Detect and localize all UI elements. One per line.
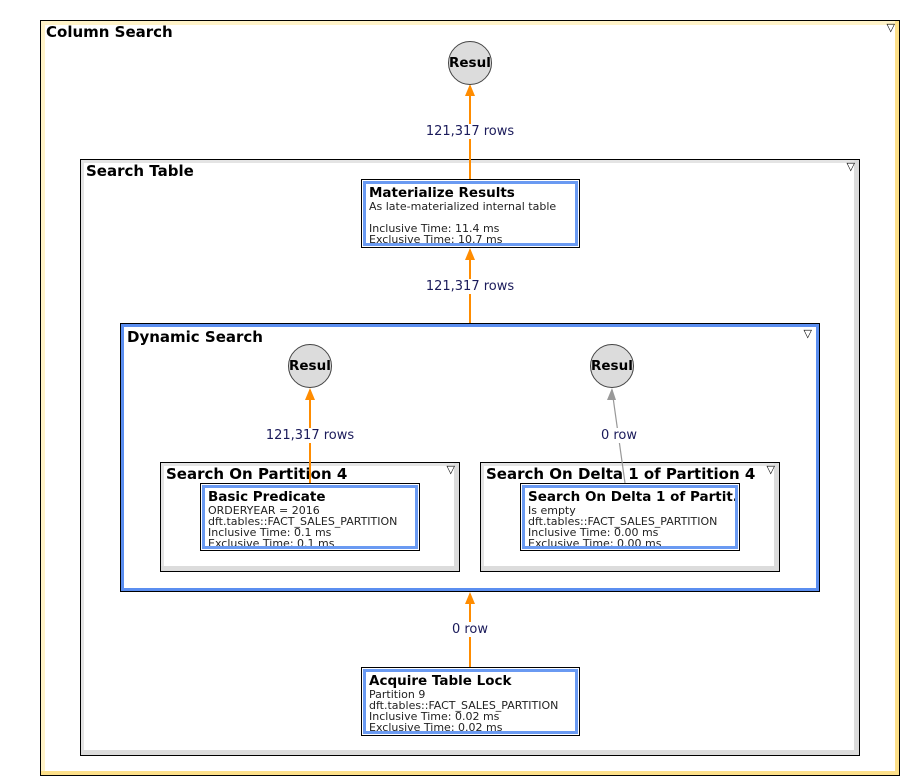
node-line: Inclusive Time: 0.02 ms (369, 710, 500, 723)
arrowhead (607, 388, 616, 400)
arrowhead (465, 592, 475, 604)
collapse-icon[interactable]: ▽ (803, 327, 812, 340)
node-search-delta[interactable]: Search On Delta 1 of Partit... Is empty … (520, 483, 740, 551)
node-title: Search On Delta 1 of Partit... (528, 489, 738, 505)
node-line: Inclusive Time: 11.4 ms (369, 222, 500, 235)
result-node-right[interactable]: Result (590, 344, 634, 388)
result-node-left[interactable]: Result (288, 344, 332, 388)
node-title: Materialize Results (369, 185, 515, 201)
panel-title: Search On Delta 1 of Partition 4 (486, 465, 756, 483)
node-title: Acquire Table Lock (369, 673, 512, 689)
node-materialize-results[interactable]: Materialize Results As late-materialized… (361, 179, 580, 248)
node-line: Exclusive Time: 0.02 ms (369, 721, 503, 734)
edge-label: 121,317 rows (425, 279, 515, 294)
edge-label: 121,317 rows (425, 124, 515, 139)
node-line: dft.tables::FACT_SALES_PARTITION (369, 699, 559, 712)
node-line: ORDERYEAR = 2016 (208, 504, 320, 517)
collapse-icon[interactable]: ▽ (766, 463, 775, 476)
node-line: Exclusive Time: 0.1 ms (208, 537, 335, 549)
node-line: Exclusive Time: 10.7 ms (369, 233, 503, 246)
node-line: dft.tables::FACT_SALES_PARTITION (208, 515, 398, 528)
node-acquire-table-lock[interactable]: Acquire Table Lock Partition 9 dft.table… (361, 667, 580, 736)
node-line: Inclusive Time: 0.1 ms (208, 526, 332, 539)
node-line: Is empty (528, 504, 576, 517)
node-line: As late-materialized internal table (369, 200, 557, 213)
edge-label: 0 row (600, 428, 638, 443)
panel-title: Search Table (86, 162, 194, 180)
collapse-icon[interactable]: ▽ (886, 21, 895, 34)
collapse-icon[interactable]: ▽ (846, 160, 855, 173)
arrowhead (305, 388, 315, 400)
panel-title: Search On Partition 4 (166, 465, 348, 483)
node-title: Basic Predicate (208, 489, 326, 505)
panel-title: Dynamic Search (127, 328, 263, 346)
node-basic-predicate[interactable]: Basic Predicate ORDERYEAR = 2016 dft.tab… (200, 483, 420, 551)
node-line: Exclusive Time: 0.00 ms (528, 537, 662, 549)
panel-title: Column Search (46, 23, 173, 41)
result-node-top[interactable]: Result (448, 41, 492, 85)
node-line: dft.tables::FACT_SALES_PARTITION (528, 515, 718, 528)
node-line: Inclusive Time: 0.00 ms (528, 526, 659, 539)
edge-label: 121,317 rows (265, 428, 355, 443)
collapse-icon[interactable]: ▽ (446, 463, 455, 476)
node-line: Partition 9 (369, 688, 426, 701)
edge-label: 0 row (451, 622, 489, 637)
arrowhead (465, 84, 475, 96)
arrowhead (465, 248, 475, 260)
